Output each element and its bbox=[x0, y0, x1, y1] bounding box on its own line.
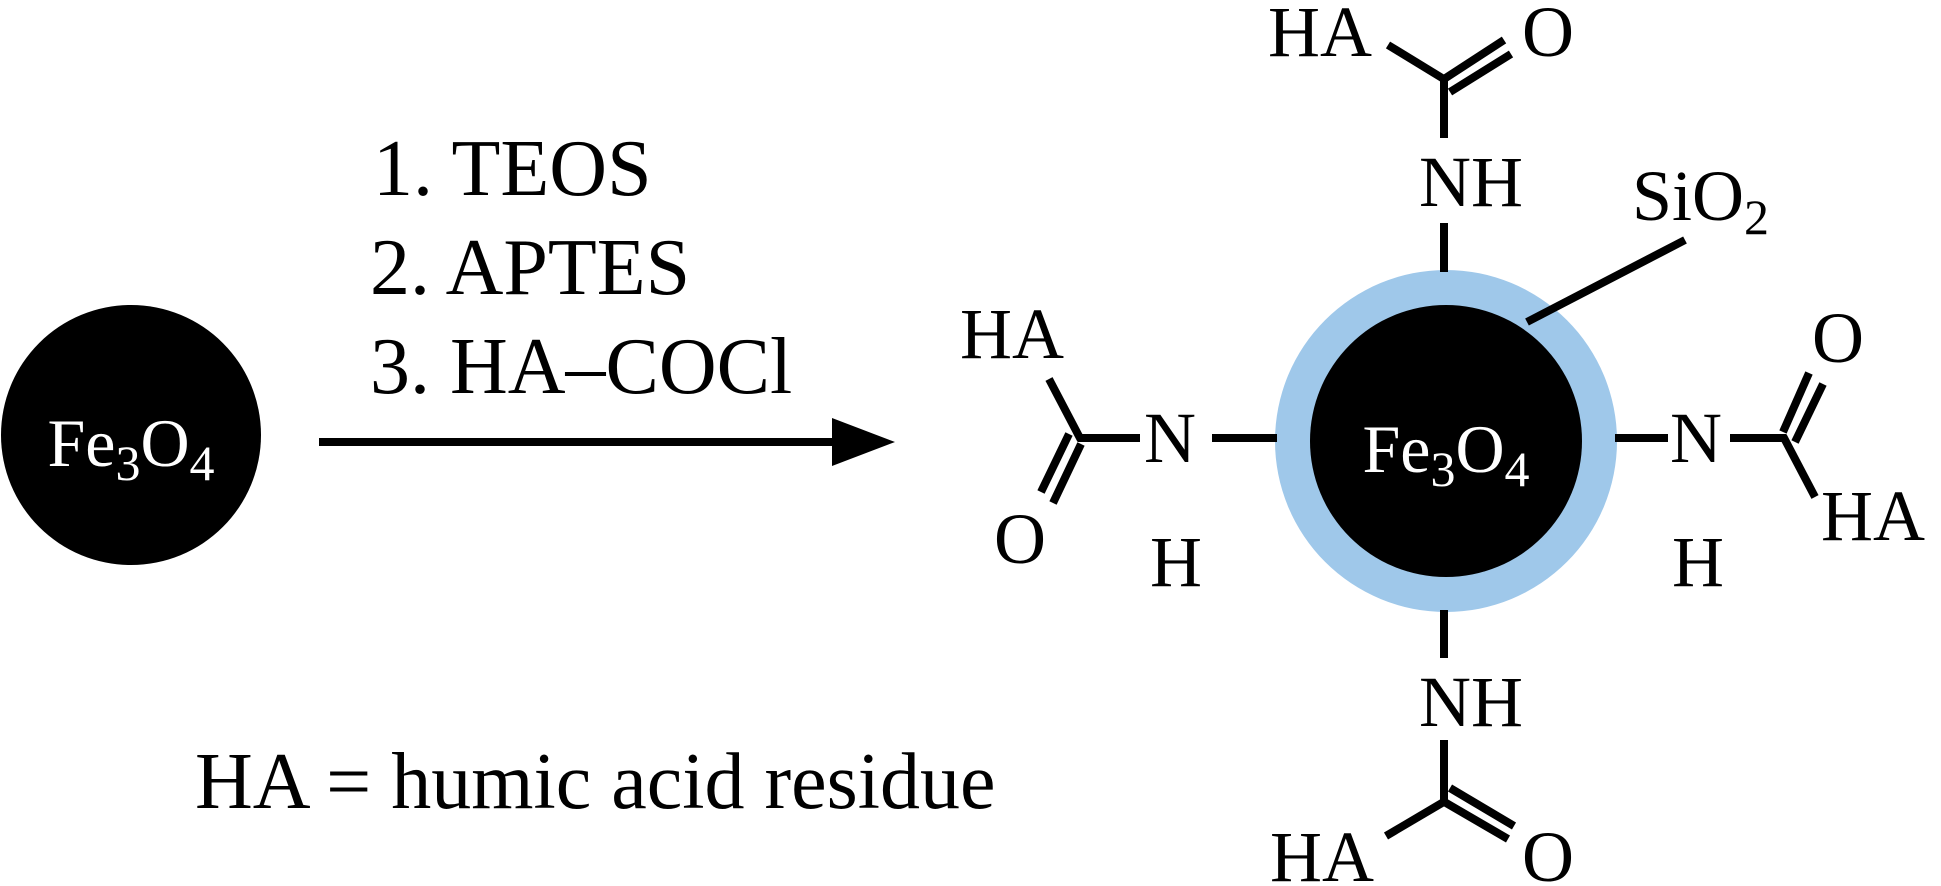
sio2-label: SiO2 bbox=[1632, 156, 1769, 245]
amide-group-right: N H O HA bbox=[1615, 298, 1925, 602]
reactant-particle: Fe3O4 bbox=[1, 305, 261, 565]
amide-group-left: N H O HA bbox=[960, 294, 1277, 602]
sio2-pointer bbox=[1525, 236, 1687, 326]
o-label: O bbox=[1522, 0, 1574, 72]
reaction-arrow bbox=[319, 418, 895, 466]
step-2: 2. APTES bbox=[370, 224, 690, 312]
n-label: N bbox=[1144, 398, 1196, 478]
nh-label: NH bbox=[1419, 142, 1523, 222]
h-label: H bbox=[1150, 522, 1202, 602]
step-1: 1. TEOS bbox=[373, 125, 652, 213]
fe3o4-core bbox=[1310, 305, 1582, 577]
legend-text: HA = humic acid residue bbox=[195, 738, 995, 826]
product-core-label: Fe3O4 bbox=[1362, 411, 1529, 497]
reactant-core-label: Fe3O4 bbox=[47, 405, 214, 491]
ha-label: HA bbox=[960, 294, 1064, 374]
o-label: O bbox=[1522, 817, 1574, 886]
ha-label: HA bbox=[1268, 0, 1372, 72]
nh-label: NH bbox=[1419, 662, 1523, 742]
ha-label: HA bbox=[1821, 476, 1925, 556]
n-label: N bbox=[1670, 398, 1722, 478]
fe3o4-core bbox=[1, 305, 261, 565]
ha-label: HA bbox=[1270, 817, 1374, 886]
o-label: O bbox=[994, 499, 1046, 579]
arrow-head bbox=[832, 418, 895, 466]
product-particle: Fe3O4 bbox=[1275, 270, 1617, 612]
o-label: O bbox=[1812, 298, 1864, 378]
amide-group-bottom: NH HA O bbox=[1270, 610, 1574, 886]
h-label: H bbox=[1672, 522, 1724, 602]
step-3: 3. HA–COCl bbox=[370, 323, 792, 411]
amide-group-top: NH HA O bbox=[1268, 0, 1574, 272]
